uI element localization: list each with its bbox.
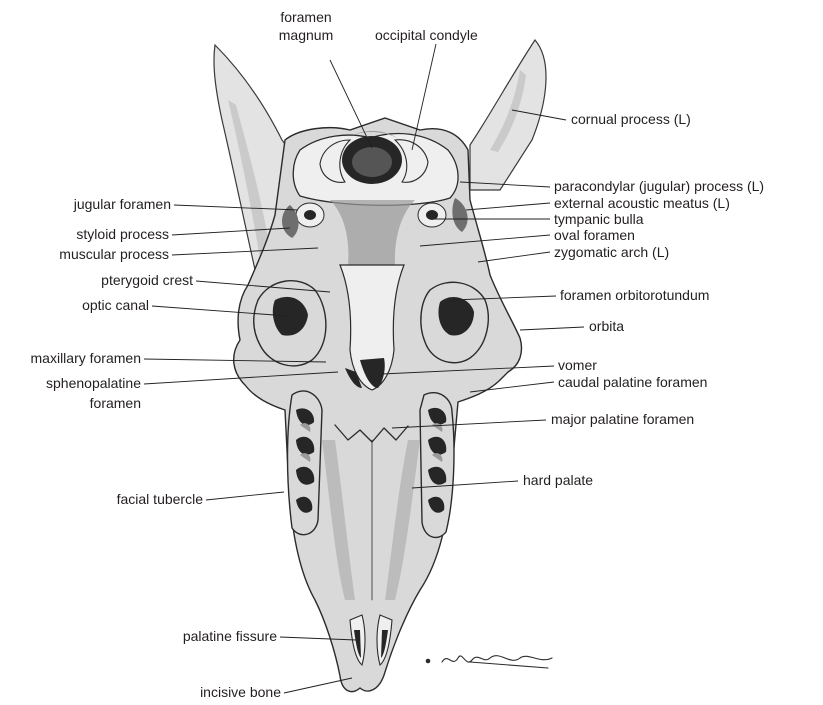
label-major-palatine-foramen: major palatine foramen	[551, 411, 694, 427]
label-foramen-magnum-line2: magnum	[279, 27, 333, 43]
artist-signature	[426, 656, 552, 668]
leader-incisive-bone	[284, 678, 352, 693]
label-sphenopalatine-foramen-line1: sphenopalatine	[46, 375, 141, 391]
label-paracondylar-process: paracondylar (jugular) process (L)	[554, 178, 764, 194]
skull-illustration	[214, 40, 552, 692]
leader-facial-tubercle	[206, 492, 284, 500]
label-zygomatic-arch: zygomatic arch (L)	[554, 244, 669, 260]
label-palatine-fissure: palatine fissure	[183, 628, 277, 644]
label-jugular-foramen: jugular foramen	[73, 196, 171, 212]
label-sphenopalatine-foramen-line2: foramen	[90, 395, 141, 411]
label-orbita: orbita	[589, 318, 624, 334]
label-tympanic-bulla: tympanic bulla	[554, 211, 644, 227]
leader-orbita	[520, 327, 584, 330]
label-vomer: vomer	[558, 357, 597, 373]
label-maxillary-foramen: maxillary foramen	[31, 350, 141, 366]
label-occipital-condyle: occipital condyle	[375, 27, 478, 43]
leader-external-acoustic-meatus	[466, 203, 550, 210]
label-styloid-process: styloid process	[76, 226, 169, 242]
right-tooth-row	[420, 393, 454, 538]
label-foramen-orbitorotundum: foramen orbitorotundum	[560, 287, 709, 303]
label-foramen-magnum-line1: foramen	[280, 9, 331, 25]
leader-zygomatic-arch	[478, 252, 550, 262]
label-caudal-palatine-foramen: caudal palatine foramen	[558, 374, 707, 390]
label-cornual-process: cornual process (L)	[571, 111, 691, 127]
left-tooth-row	[288, 391, 323, 535]
label-oval-foramen: oval foramen	[554, 227, 635, 243]
label-incisive-bone: incisive bone	[200, 684, 281, 700]
label-facial-tubercle: facial tubercle	[117, 491, 204, 507]
label-hard-palate: hard palate	[523, 472, 593, 488]
label-optic-canal: optic canal	[82, 297, 149, 313]
label-pterygoid-crest: pterygoid crest	[101, 272, 193, 288]
label-external-acoustic-meatus: external acoustic meatus (L)	[554, 195, 730, 211]
label-muscular-process: muscular process	[59, 246, 169, 262]
